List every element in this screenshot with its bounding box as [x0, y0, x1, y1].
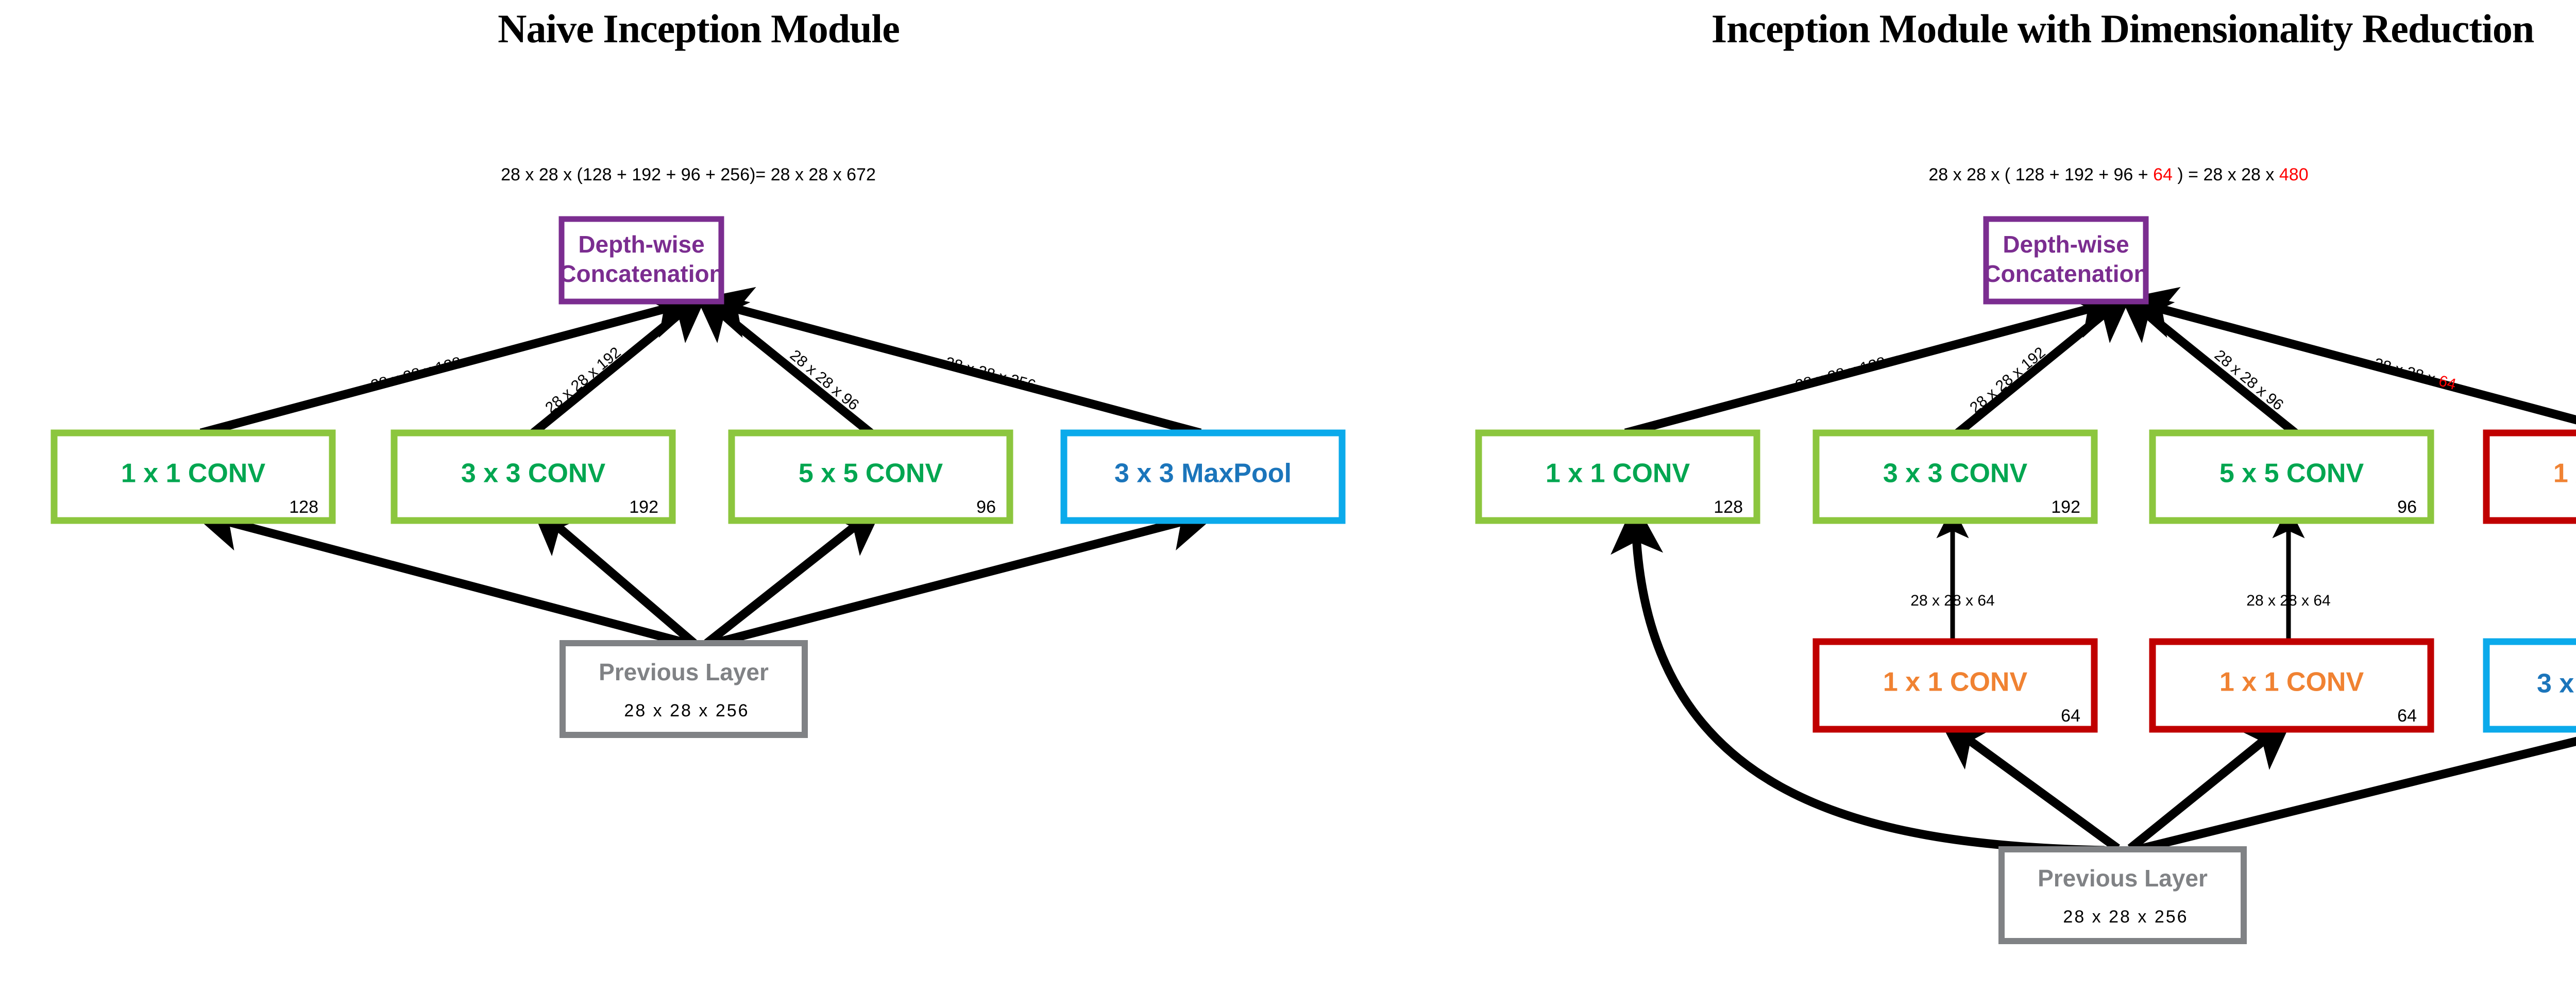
arrow-prev-to-conv1x1	[190, 499, 688, 648]
formula-part-3: 480	[2279, 165, 2309, 185]
panel-reduction: Inception Module with Dimensionality Red…	[1475, 6, 2576, 944]
edge-label-prefix: 28 x 28 x	[2372, 355, 2441, 389]
branch-label-conv3x3-reduction: 3 x 3 CONV	[1883, 459, 2028, 489]
branch-label-conv5x5-naive: 5 x 5 CONV	[799, 459, 943, 489]
arrow-maxpool-to-concat	[699, 287, 1202, 438]
reducer-label-1: 1 x 1 CONV	[1883, 667, 2028, 697]
arrows-prev-to-branches-naive	[190, 499, 1221, 648]
formula-part-2: ) = 28 x 28 x	[2173, 165, 2279, 185]
branch-box-conv1x1-reduction[interactable]: 1 x 1 CONV 128	[1475, 429, 1760, 524]
arrow-prev-to-reduce1	[1938, 717, 2121, 852]
edge-label-out-3x3-reduction: 28 x 28 x 192	[1967, 344, 2048, 416]
edge-label-reduce2-out: 28 x 28 x 64	[2246, 592, 2330, 609]
arrow-prev-to-conv3x3	[529, 502, 697, 647]
reducer-box-1-reduction[interactable]: 1 x 1 CONV 64	[1812, 638, 2098, 733]
branch-box-maxpool-naive[interactable]: 3 x 3 MaxPool	[1060, 429, 1346, 524]
edge-label-out-5x5-naive: 28 x 28 x 96	[787, 347, 862, 414]
reducer-box-maxpool-reduction[interactable]: 3 x 3 MaxPool	[2483, 638, 2576, 733]
previous-layer-dims-naive: 28 x 28 x 256	[624, 701, 749, 720]
arrow-prev-to-reduce2	[2127, 716, 2294, 852]
concat-line2-reduction: Concatenation	[1984, 260, 2148, 287]
branch-count-conv1x1-naive: 128	[289, 497, 318, 517]
reducer-count-2: 64	[2397, 706, 2417, 726]
previous-layer-dims-reduction: 28 x 28 x 256	[2063, 907, 2188, 927]
formula-part-1: 64	[2153, 165, 2173, 185]
branch-count-conv3x3-naive: 192	[629, 497, 658, 517]
branch-label-conv1x1-reduction: 1 x 1 CONV	[1546, 459, 1690, 489]
branch-count-conv1x1-reduction: 128	[1714, 497, 1743, 517]
concat-line1-naive: Depth-wise	[578, 231, 704, 258]
previous-layer-box-reduction[interactable]: Previous Layer 28 x 28 x 256	[1998, 846, 2247, 944]
arrow-conv1x1-to-concat-reduction	[1624, 287, 2127, 438]
branch-box-conv5x5-reduction[interactable]: 5 x 5 CONV 96	[2149, 429, 2434, 524]
reducer-label-maxpool: 3 x 3 MaxPool	[2537, 669, 2576, 699]
branch-label-conv1x1-naive: 1 x 1 CONV	[121, 459, 266, 489]
edge-label-out-pool-naive: 28 x 28 x 256	[943, 354, 1038, 394]
concat-line1-reduction: Depth-wise	[2003, 231, 2129, 258]
branch-count-conv5x5-reduction: 96	[2397, 497, 2417, 517]
branch-label-conv5x5-reduction: 5 x 5 CONV	[2219, 459, 2364, 489]
branch-label-reduceconv-reduction: 1 x 1 CONV	[2553, 459, 2576, 489]
arrow-conv1x1-to-concat	[199, 287, 703, 438]
previous-layer-title-naive: Previous Layer	[599, 659, 769, 685]
branch-label-conv3x3-naive: 3 x 3 CONV	[461, 459, 606, 489]
edge-label-reduce1-out: 28 x 28 x 64	[1910, 592, 1994, 609]
edge-label-out-3x3-naive: 28 x 28 x 192	[542, 344, 624, 416]
reducer-box-2-reduction[interactable]: 1 x 1 CONV 64	[2149, 638, 2434, 733]
arrow-conv3x3-to-concat	[530, 289, 709, 437]
arrows-prev-to-reducers-reduction	[1938, 716, 2576, 854]
arrow-prev-to-conv5x5	[704, 502, 885, 647]
reducer-label-2: 1 x 1 CONV	[2219, 667, 2364, 697]
formula-reduction: 28 x 28 x ( 128 + 192 + 96 + 64 ) = 28 x…	[1928, 165, 2308, 185]
branch-box-conv3x3-reduction[interactable]: 3 x 3 CONV 192	[1812, 429, 2098, 524]
panel-title-reduction: Inception Module with Dimensionality Red…	[1711, 6, 2534, 51]
edge-label-out-1x1-naive: 28 x 28 x 128	[369, 354, 463, 394]
edge-label-out-1x1-reduction: 28 x 28 x 128	[1793, 354, 1888, 394]
arrows-branches-to-concat-reduction	[1624, 287, 2576, 438]
concat-line2-naive: Concatenation	[559, 260, 723, 287]
branch-count-conv3x3-reduction: 192	[2051, 497, 2080, 517]
panel-naive: Naive Inception Module 28 x 28 x (128 + …	[50, 6, 1346, 738]
arrow-reduceconv-to-concat-reduction	[2123, 287, 2576, 425]
arrow-prev-curve-to-conv1x1-reduction	[1611, 501, 2105, 855]
formula-naive: 28 x 28 x (128 + 192 + 96 + 256)= 28 x 2…	[501, 165, 876, 185]
branch-count-conv5x5-naive: 96	[976, 497, 996, 517]
arrow-prev-to-maxpool-reduction	[2137, 736, 2576, 854]
branch-box-conv5x5-naive[interactable]: 5 x 5 CONV 96	[728, 429, 1013, 524]
branch-box-reduceconv-reduction[interactable]: 1 x 1 CONV 64	[2483, 429, 2576, 524]
branch-label-maxpool-naive: 3 x 3 MaxPool	[1114, 459, 1292, 489]
edge-label-out-reduceconv-reduction: 28 x 28 x 64	[2372, 355, 2458, 393]
formula-part-0: 28 x 28 x ( 128 + 192 + 96 +	[1928, 165, 2153, 185]
arrows-reducers-to-branches-reduction	[1936, 506, 2305, 642]
panel-title-naive: Naive Inception Module	[498, 6, 900, 51]
concat-box-naive: Depth-wise Concatenation	[558, 216, 724, 305]
previous-layer-box-naive[interactable]: Previous Layer 28 x 28 x 256	[560, 640, 808, 738]
reducer-count-1: 64	[2061, 706, 2080, 726]
arrow-prev-to-maxpool	[713, 499, 1221, 648]
concat-box-reduction: Depth-wise Concatenation	[1983, 216, 2149, 305]
arrows-branches-to-concat-naive	[199, 287, 1202, 438]
branch-box-conv3x3-naive[interactable]: 3 x 3 CONV 192	[391, 429, 676, 524]
branch-box-conv1x1-naive[interactable]: 1 x 1 CONV 128	[50, 429, 336, 524]
previous-layer-title-reduction: Previous Layer	[2038, 865, 2208, 892]
edge-label-out-5x5-reduction: 28 x 28 x 96	[2211, 347, 2286, 414]
arrow-conv3x3-to-concat-reduction	[1955, 289, 2134, 437]
